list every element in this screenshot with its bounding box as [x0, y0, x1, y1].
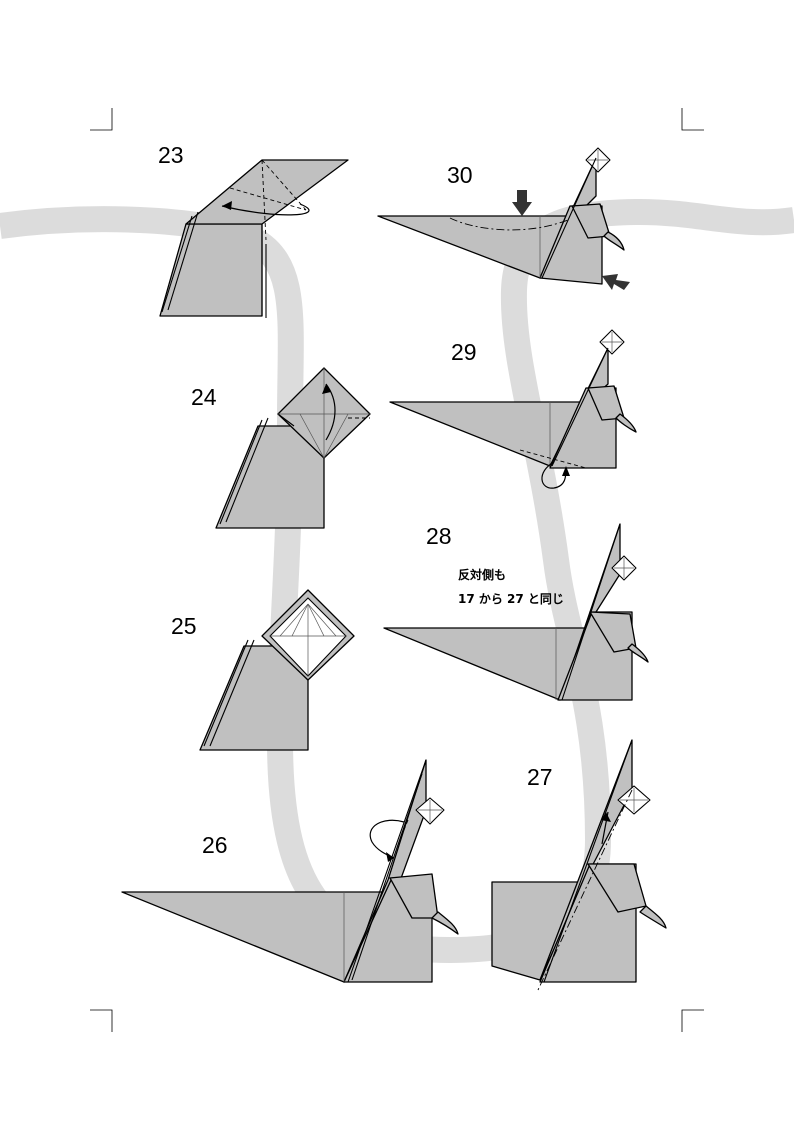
step-28-beak	[627, 643, 649, 663]
step-number-24: 24	[191, 384, 217, 410]
step-23-figure	[159, 159, 349, 318]
step-30-tail	[377, 215, 571, 279]
step-number-25: 25	[171, 613, 197, 639]
step-23-fold-arrow	[221, 203, 310, 216]
step-29-figure	[389, 329, 637, 489]
step-27-figure	[491, 739, 667, 991]
step-26-figure	[121, 759, 459, 983]
step-30-push-arrow-right	[602, 274, 630, 290]
step-24-body	[215, 425, 325, 529]
step-27-beak	[639, 905, 667, 929]
note-line-1: 反対側も	[458, 568, 507, 582]
step-number-26: 26	[202, 832, 228, 858]
step-28-figure	[383, 523, 649, 701]
step-30-figure	[377, 147, 630, 290]
step-number-27: 27	[527, 764, 553, 790]
step-29-beak	[615, 413, 637, 433]
reading-path	[0, 198, 794, 964]
step-25-body	[199, 645, 309, 751]
step-30-crease	[449, 217, 569, 231]
step-25-figure	[199, 589, 355, 751]
step-26-beak	[431, 911, 459, 935]
crop-marks	[90, 108, 704, 1032]
step-number-29: 29	[451, 339, 477, 365]
step-30-push-arrow-top	[512, 190, 532, 216]
step-24-figure	[215, 367, 371, 529]
step-24-fold-arrow	[325, 383, 336, 441]
note-line-2: 17 から 27 と同じ	[458, 592, 564, 606]
step-number-30: 30	[447, 162, 473, 188]
step-number-28: 28	[426, 523, 452, 549]
step-number-23: 23	[158, 142, 184, 168]
step-30-beak	[603, 231, 625, 251]
